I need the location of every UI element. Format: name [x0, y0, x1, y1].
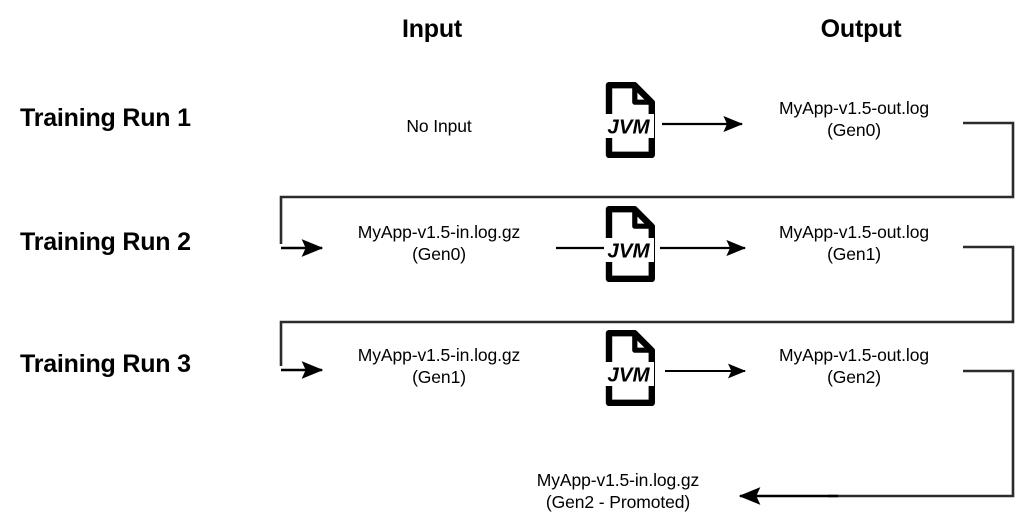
- artifact-run2-input: MyApp-v1.5-in.log.gz (Gen0): [323, 221, 555, 266]
- artifact-run3-input-line2: (Gen1): [412, 367, 466, 388]
- artifact-run2-input-line2: (Gen0): [412, 244, 466, 265]
- jvm-icon-label: JVM: [607, 240, 650, 263]
- jvm-icon-label: JVM: [607, 364, 650, 387]
- artifact-run1-input-line1: No Input: [406, 116, 472, 136]
- artifact-run2-output-line1: MyApp-v1.5-out.log: [779, 222, 929, 242]
- artifact-run1-output: MyApp-v1.5-out.log (Gen0): [742, 97, 966, 142]
- row-label-training-run-2: Training Run 2: [20, 228, 191, 256]
- artifact-run1-output-line1: MyApp-v1.5-out.log: [779, 98, 929, 118]
- feedback-loop-gen2-promoted: [828, 369, 1015, 498]
- row-label-training-run-1: Training Run 1: [20, 104, 191, 132]
- artifact-run1-output-line2: (Gen0): [827, 120, 881, 141]
- artifact-promoted-line1: MyApp-v1.5-in.log.gz: [536, 470, 700, 490]
- artifact-run2-input-line1: MyApp-v1.5-in.log.gz: [357, 222, 521, 242]
- jvm-icon-label: JVM: [607, 116, 650, 139]
- column-header-output: Output: [820, 15, 902, 43]
- artifact-promoted: MyApp-v1.5-in.log.gz (Gen2 - Promoted): [498, 469, 738, 514]
- jvm-file-icon: JVM: [603, 330, 655, 411]
- artifact-run1-input: No Input: [323, 115, 555, 137]
- artifact-run3-input-line1: MyApp-v1.5-in.log.gz: [357, 345, 521, 365]
- artifact-run2-output-line2: (Gen1): [827, 244, 881, 265]
- artifact-run3-output-line1: MyApp-v1.5-out.log: [779, 345, 929, 365]
- artifact-run3-input: MyApp-v1.5-in.log.gz (Gen1): [323, 344, 555, 389]
- artifact-run2-output: MyApp-v1.5-out.log (Gen1): [742, 221, 966, 266]
- artifact-promoted-line2: (Gen2 - Promoted): [545, 492, 691, 513]
- artifact-run3-output: MyApp-v1.5-out.log (Gen2): [742, 344, 966, 389]
- jvm-file-icon: JVM: [603, 206, 655, 287]
- jvm-file-icon: JVM: [603, 82, 655, 163]
- column-header-input: Input: [401, 15, 463, 43]
- row-label-training-run-3: Training Run 3: [20, 350, 191, 378]
- artifact-run3-output-line2: (Gen2): [827, 367, 881, 388]
